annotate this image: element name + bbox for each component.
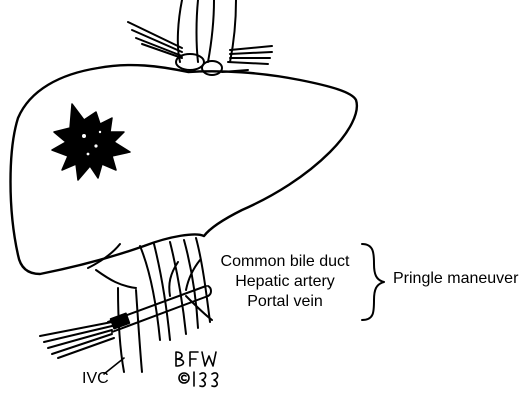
portal-vein-label: Portal vein — [210, 294, 360, 310]
hepatic-artery-label: Hepatic artery — [210, 274, 360, 290]
upper-vessels — [128, 0, 272, 75]
common-bile-duct-label: Common bile duct — [210, 254, 360, 270]
tumor-shape — [52, 104, 130, 180]
porta-hepatis-vessels — [88, 238, 212, 340]
grouping-bracket — [362, 244, 384, 320]
ivc-label: IVC — [82, 371, 109, 387]
pringle-maneuver-label: Pringle maneuver — [393, 271, 518, 287]
structure-list: Common bile duct Hepatic artery Portal v… — [210, 254, 360, 314]
artist-signature — [176, 352, 218, 386]
